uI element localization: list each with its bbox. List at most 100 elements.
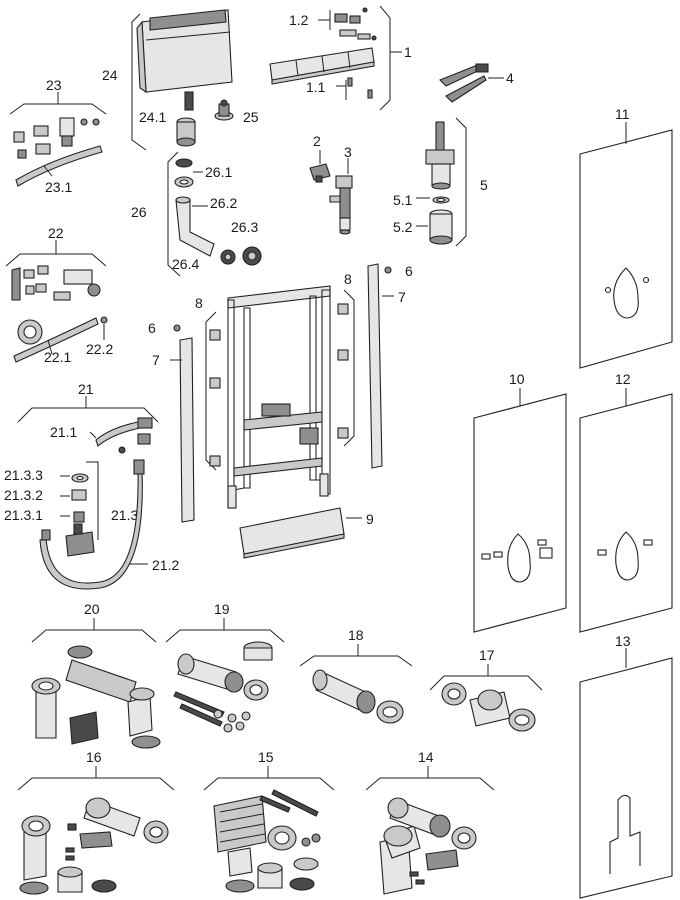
bracket-23 [9, 103, 107, 115]
label-2: 2 [313, 133, 321, 149]
label-1: 1 [404, 44, 412, 60]
bracket-8-right [343, 289, 355, 447]
part-1-2-clips [334, 7, 377, 41]
bracket-14 [365, 777, 495, 791]
bracket-22 [5, 253, 107, 267]
label-21-3: 21.3 [111, 507, 138, 523]
part-8-left-clips [209, 329, 221, 467]
label-17: 17 [479, 647, 495, 663]
leader-1-2 [318, 10, 331, 30]
part-4-tool [439, 63, 489, 103]
bracket-19 [165, 629, 285, 643]
leader-1-1 [336, 80, 347, 100]
bracket-15 [203, 777, 335, 791]
part-2-bracket [309, 163, 331, 183]
part-22-fittings [11, 265, 108, 363]
part-17-offset-set [441, 682, 536, 732]
part-21-3-valve [65, 473, 95, 557]
panel-13 [579, 657, 673, 899]
part-5-flush-valve [425, 121, 455, 190]
label-8-right: 8 [344, 271, 352, 287]
label-26-3: 26.3 [231, 219, 258, 235]
part-20-drain-set [31, 645, 161, 749]
leader-23-1 [43, 165, 53, 177]
part-5-2-cup [429, 209, 453, 245]
bracket-18 [299, 655, 413, 667]
part-5-1-seal [432, 196, 450, 204]
bracket-1 [379, 5, 391, 111]
label-3: 3 [344, 144, 352, 160]
label-22-2: 22.2 [86, 341, 113, 357]
part-24-cistern [136, 9, 233, 111]
label-23: 23 [46, 77, 62, 93]
bracket-21 [17, 407, 159, 423]
part-8-right-clips [337, 303, 349, 439]
label-22-1: 22.1 [44, 349, 71, 365]
label-24: 24 [102, 67, 118, 83]
label-21-3-2: 21.3.2 [4, 487, 43, 503]
label-1-1: 1.1 [306, 79, 326, 95]
part-16-drain-set [19, 797, 169, 895]
installation-frame [227, 285, 331, 509]
bracket-20 [31, 629, 157, 643]
label-8-left: 8 [195, 295, 203, 311]
label-20: 20 [84, 601, 100, 617]
part-3-fill-valve [329, 175, 353, 235]
part-19-pipe-set [173, 641, 273, 733]
label-26: 26 [131, 204, 147, 220]
part-1-1-screws [347, 77, 373, 99]
label-26-4: 26.4 [172, 256, 199, 272]
bracket-17 [429, 675, 543, 691]
part-26-4-ring [220, 249, 236, 265]
panel-10 [473, 393, 567, 633]
part-23-fittings [13, 117, 103, 187]
part-7-left-rail [179, 337, 195, 523]
bracket-5 [455, 117, 467, 247]
label-13: 13 [615, 633, 631, 649]
leader-21-1 [89, 431, 97, 439]
bracket-21-3 [86, 461, 99, 540]
panel-12 [579, 393, 673, 633]
part-26-3-ring [242, 246, 262, 266]
label-21-1: 21.1 [50, 424, 77, 440]
label-5: 5 [480, 177, 488, 193]
label-14: 14 [418, 749, 434, 765]
panel-11 [579, 129, 673, 369]
part-6-left-plug [173, 324, 181, 332]
label-21-3-3: 21.3.3 [4, 467, 43, 483]
label-7-left: 7 [152, 352, 160, 368]
leader-22-1 [47, 339, 53, 355]
bracket-26 [167, 151, 181, 277]
part-24-1-connector [176, 117, 196, 147]
part-26-1-seals [174, 158, 194, 188]
label-6-right: 6 [405, 263, 413, 279]
label-9: 9 [366, 511, 374, 527]
label-12: 12 [615, 371, 631, 387]
part-6-right-plug [384, 266, 392, 274]
label-19: 19 [214, 601, 230, 617]
label-21-2: 21.2 [152, 557, 179, 573]
label-26-2: 26.2 [210, 195, 237, 211]
label-21-3-1: 21.3.1 [4, 507, 43, 523]
label-24-1: 24.1 [139, 109, 166, 125]
label-10: 10 [509, 371, 525, 387]
label-16: 16 [86, 749, 102, 765]
label-11: 11 [615, 106, 630, 122]
bracket-24 [131, 13, 147, 151]
part-21-2-hose [39, 459, 145, 590]
part-26-2-bend-pipe [175, 196, 215, 257]
label-25: 25 [243, 109, 259, 125]
label-22: 22 [48, 225, 64, 241]
part-14-elbow-set [379, 797, 477, 895]
bracket-16 [17, 777, 175, 791]
label-18: 18 [348, 627, 364, 643]
part-21-1-hose [95, 417, 153, 454]
label-6-left: 6 [148, 320, 156, 336]
label-5-2: 5.2 [393, 219, 413, 235]
part-7-right-rail [367, 263, 383, 469]
label-1-2: 1.2 [289, 12, 309, 28]
label-4: 4 [506, 70, 514, 86]
part-18-pipe-set [312, 669, 404, 724]
